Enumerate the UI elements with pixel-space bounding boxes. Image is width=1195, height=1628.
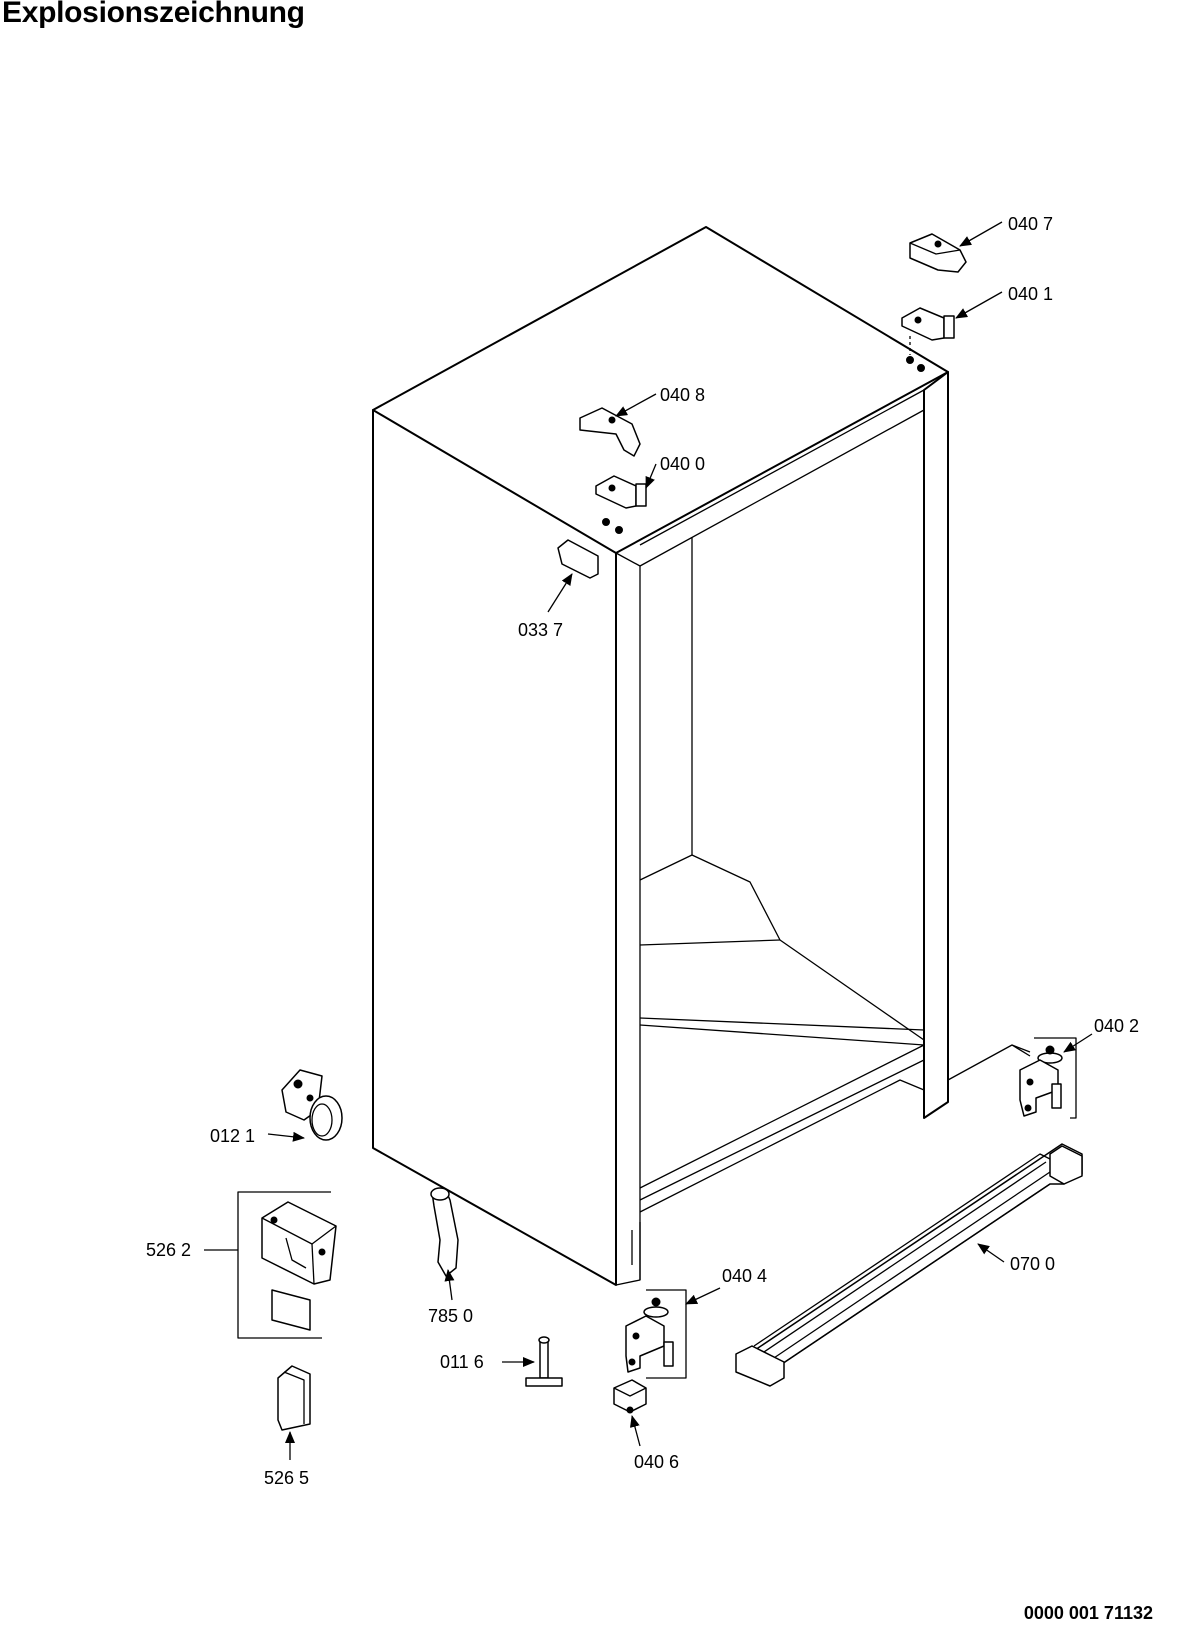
part-0406-hinge-bracket: 040 6: [613, 1379, 679, 1472]
label-0408: 040 8: [660, 385, 705, 405]
label-0406: 040 6: [634, 1452, 679, 1472]
part-5262-control-bracket: 526 2: [146, 1191, 337, 1339]
label-0700: 070 0: [1010, 1254, 1055, 1274]
part-0402-bottom-hinge: 040 2: [1011, 1016, 1139, 1119]
label-0407: 040 7: [1008, 214, 1053, 234]
part-0408-hinge-cover: 040 8: [579, 385, 705, 457]
label-0401: 040 1: [1008, 284, 1053, 304]
page-title: Explosionszeichnung: [2, 0, 305, 29]
part-0121-caster-wheel: 012 1: [210, 1069, 343, 1146]
part-5265-cover-plate: 526 5: [264, 1365, 311, 1488]
label-0116: 011 6: [440, 1352, 484, 1372]
label-5265: 526 5: [264, 1468, 309, 1488]
drawing-number: 0000 001 71132: [1023, 1603, 1153, 1623]
label-5262: 526 2: [146, 1240, 191, 1260]
label-0121: 012 1: [210, 1126, 255, 1146]
label-7850: 785 0: [428, 1306, 473, 1326]
label-0337: 033 7: [518, 620, 563, 640]
part-0700-base-rail: 070 0: [735, 1143, 1083, 1387]
label-0400: 040 0: [660, 454, 705, 474]
part-0404-bottom-hinge: 040 4: [625, 1266, 767, 1379]
label-0404: 040 4: [722, 1266, 767, 1286]
part-7850-drain-hose: 785 0: [428, 1187, 473, 1326]
part-0116-adjustable-foot: 011 6: [440, 1336, 563, 1387]
cabinet-body: [372, 226, 1031, 1286]
part-0401-top-hinge: 040 1: [901, 284, 1053, 372]
label-0402: 040 2: [1094, 1016, 1139, 1036]
part-0337-corner-cap: 033 7: [518, 539, 599, 640]
part-0400-top-hinge: 040 0: [595, 454, 705, 534]
part-0407-hinge-cover: 040 7: [909, 214, 1053, 273]
